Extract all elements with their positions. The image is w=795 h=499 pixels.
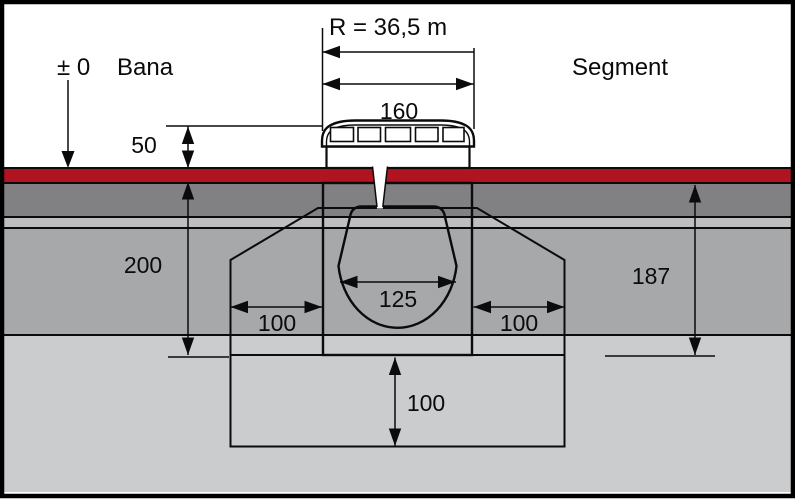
arrowhead-right (304, 300, 322, 314)
channel-surround-block (321, 181, 474, 357)
arrowhead-left (230, 300, 248, 314)
grate-cell (384, 126, 412, 143)
interlayer (4, 217, 791, 228)
dimension-haunch-right: 100 (473, 300, 565, 336)
arrowhead-right (456, 77, 474, 91)
inlet-slot-right-edge (382, 166, 389, 208)
inlet-slot (371, 166, 389, 209)
ground-layers (4, 167, 791, 492)
segment-label: Segment (572, 54, 668, 81)
inlet-slot-left-edge (371, 166, 378, 208)
grate-width-value: 160 (380, 98, 418, 124)
grate-height-value: 50 (131, 132, 157, 158)
channel-cavity (337, 205, 458, 330)
dimension-depth-segment-side: 187 (605, 185, 715, 357)
binder-layer (4, 183, 791, 217)
bedding-value: 100 (407, 390, 445, 416)
radius-label: R = 36,5 m (329, 14, 447, 41)
arrowhead-down (688, 337, 702, 355)
foundation-outline (229, 207, 566, 448)
dimension-grate-height: 50 (131, 125, 322, 168)
datum-arrowhead (61, 151, 75, 168)
depth-track-value: 200 (124, 252, 162, 278)
grate-cell (329, 126, 355, 143)
track-label: Bana (117, 54, 174, 81)
grate-cell (357, 126, 382, 143)
subgrade-layer (4, 335, 791, 492)
arrowhead-right (547, 300, 565, 314)
haunch-right-value: 100 (500, 310, 538, 336)
arrowhead-up (388, 357, 402, 375)
dimension-radius: R = 36,5 m (321, 14, 475, 131)
datum-label: ± 0 (57, 54, 90, 81)
track-surface-layer (4, 168, 791, 183)
grate-cells (329, 126, 465, 143)
dimension-bedding: 100 (388, 357, 445, 446)
datum-marker: ± 0 Bana (57, 54, 174, 168)
arrowhead-down (388, 428, 402, 446)
channel-width-value: 125 (379, 286, 417, 312)
arrowhead-up (181, 126, 195, 144)
dimension-depth-track-side: 200 (124, 182, 229, 358)
dimension-haunch-left: 100 (230, 300, 322, 336)
arrowhead-left (473, 300, 491, 314)
grate-assembly (320, 119, 476, 170)
arrowhead-up (688, 185, 702, 203)
depth-segment-value: 187 (632, 263, 670, 289)
arrowhead-right (438, 275, 456, 289)
arrowhead-left (340, 275, 358, 289)
haunch-left-value: 100 (258, 310, 296, 336)
grate-cell (442, 126, 465, 143)
dimension-channel-width: 125 (340, 275, 456, 312)
grate-frame (325, 145, 471, 170)
grate-cap-inner-rim (325, 124, 471, 146)
arrowhead-down (181, 337, 195, 355)
radius-arrowhead (322, 45, 340, 59)
arrowhead-left (322, 77, 340, 91)
dimension-grate-width: 160 (322, 77, 474, 124)
grate-cell (414, 126, 439, 143)
arrowhead-down (181, 150, 195, 168)
arrowhead-up (181, 182, 195, 200)
